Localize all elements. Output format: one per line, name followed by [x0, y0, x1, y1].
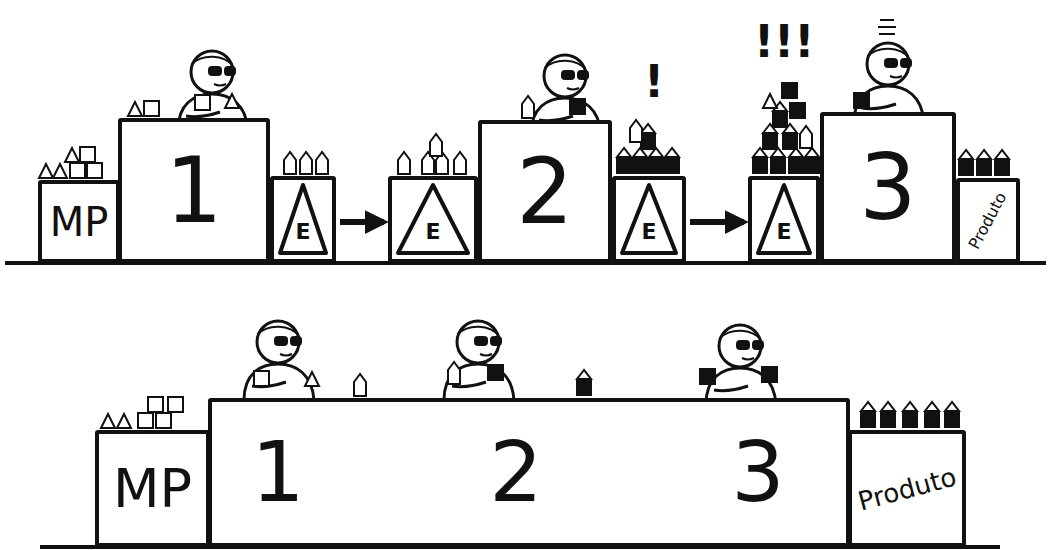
- node-label: MP: [50, 202, 109, 242]
- alarm-mark: !!!: [754, 20, 814, 64]
- stock-letter: E: [776, 221, 791, 243]
- process-box: 3: [820, 112, 956, 263]
- stock-box: E: [270, 176, 336, 263]
- node-label: 3: [731, 430, 784, 514]
- stock-box: E: [612, 176, 686, 263]
- raw-material-box: MP: [38, 180, 120, 263]
- node-label: 2: [516, 147, 573, 237]
- node-label: 1: [251, 430, 304, 514]
- process-step: 2: [480, 424, 552, 520]
- stock-triangle: [274, 180, 332, 259]
- node-label: 2: [489, 430, 542, 514]
- product-box: Produto: [956, 178, 1020, 263]
- node-label: Produto: [966, 189, 1009, 251]
- stock-letter: E: [425, 221, 440, 243]
- process-step: 1: [242, 424, 314, 520]
- node-label: 1: [165, 146, 222, 236]
- stock-triangle: [616, 180, 682, 259]
- node-label: Produto: [855, 463, 959, 514]
- stock-letter: E: [641, 221, 656, 243]
- flow-arrow: [340, 219, 384, 225]
- flow-line-box: 1 2 3: [208, 398, 850, 547]
- stock-triangle: [752, 180, 816, 259]
- process-step: 3: [722, 424, 794, 520]
- flow-arrow: [690, 219, 744, 225]
- stock-box: E: [748, 176, 820, 263]
- alarm-mark: !: [644, 60, 664, 104]
- raw-material-box: MP: [95, 430, 210, 547]
- stock-letter: E: [295, 221, 310, 243]
- stock-triangle: [392, 180, 474, 259]
- node-label: 3: [859, 143, 916, 233]
- process-box: 1: [118, 118, 270, 263]
- node-label: MP: [113, 462, 192, 516]
- process-box: 2: [478, 120, 612, 263]
- stock-box: E: [388, 176, 478, 263]
- product-box: Produto: [848, 430, 966, 547]
